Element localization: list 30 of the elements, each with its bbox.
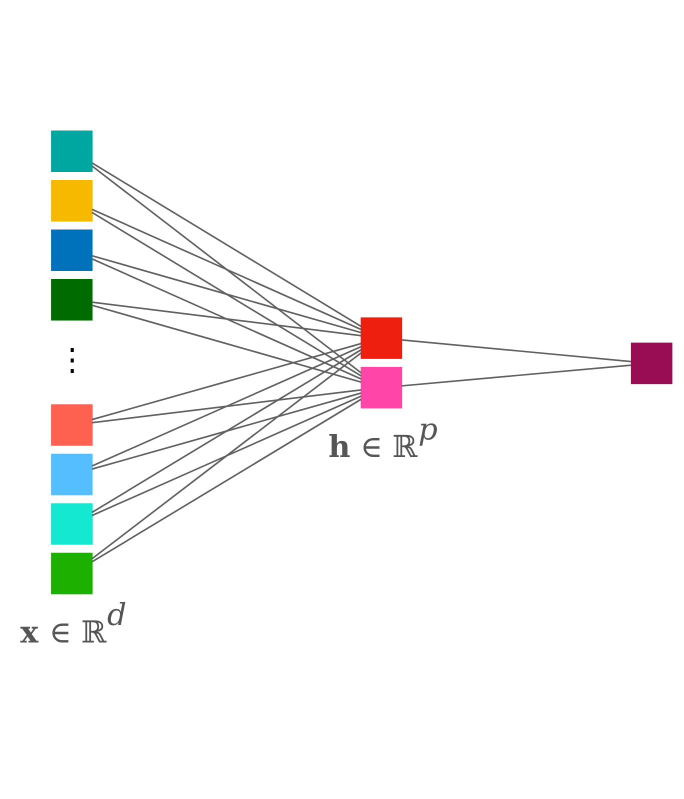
node-box	[51, 453, 92, 495]
connector	[92, 392, 362, 470]
connector	[92, 211, 362, 376]
connector	[92, 304, 362, 382]
connector	[92, 254, 362, 333]
node-box	[51, 278, 92, 320]
connector	[402, 338, 632, 362]
connector	[92, 164, 362, 373]
node-box	[51, 552, 92, 594]
connector	[92, 162, 362, 327]
connector	[92, 398, 362, 562]
connector	[92, 342, 362, 420]
connector	[92, 394, 362, 516]
connector	[92, 388, 362, 423]
node-box	[51, 502, 92, 544]
connector	[92, 208, 362, 330]
connector	[402, 364, 632, 386]
node-box	[360, 366, 402, 408]
connector	[92, 300, 362, 336]
node-box	[630, 342, 672, 384]
node-box	[51, 130, 92, 172]
node-box	[51, 180, 92, 221]
node-box	[360, 316, 402, 358]
node-box	[51, 229, 92, 270]
node-box	[51, 404, 92, 446]
connector	[92, 352, 362, 559]
connector	[92, 345, 362, 466]
label: ⋮	[57, 342, 88, 378]
connector	[92, 348, 362, 513]
connector	[92, 258, 362, 380]
